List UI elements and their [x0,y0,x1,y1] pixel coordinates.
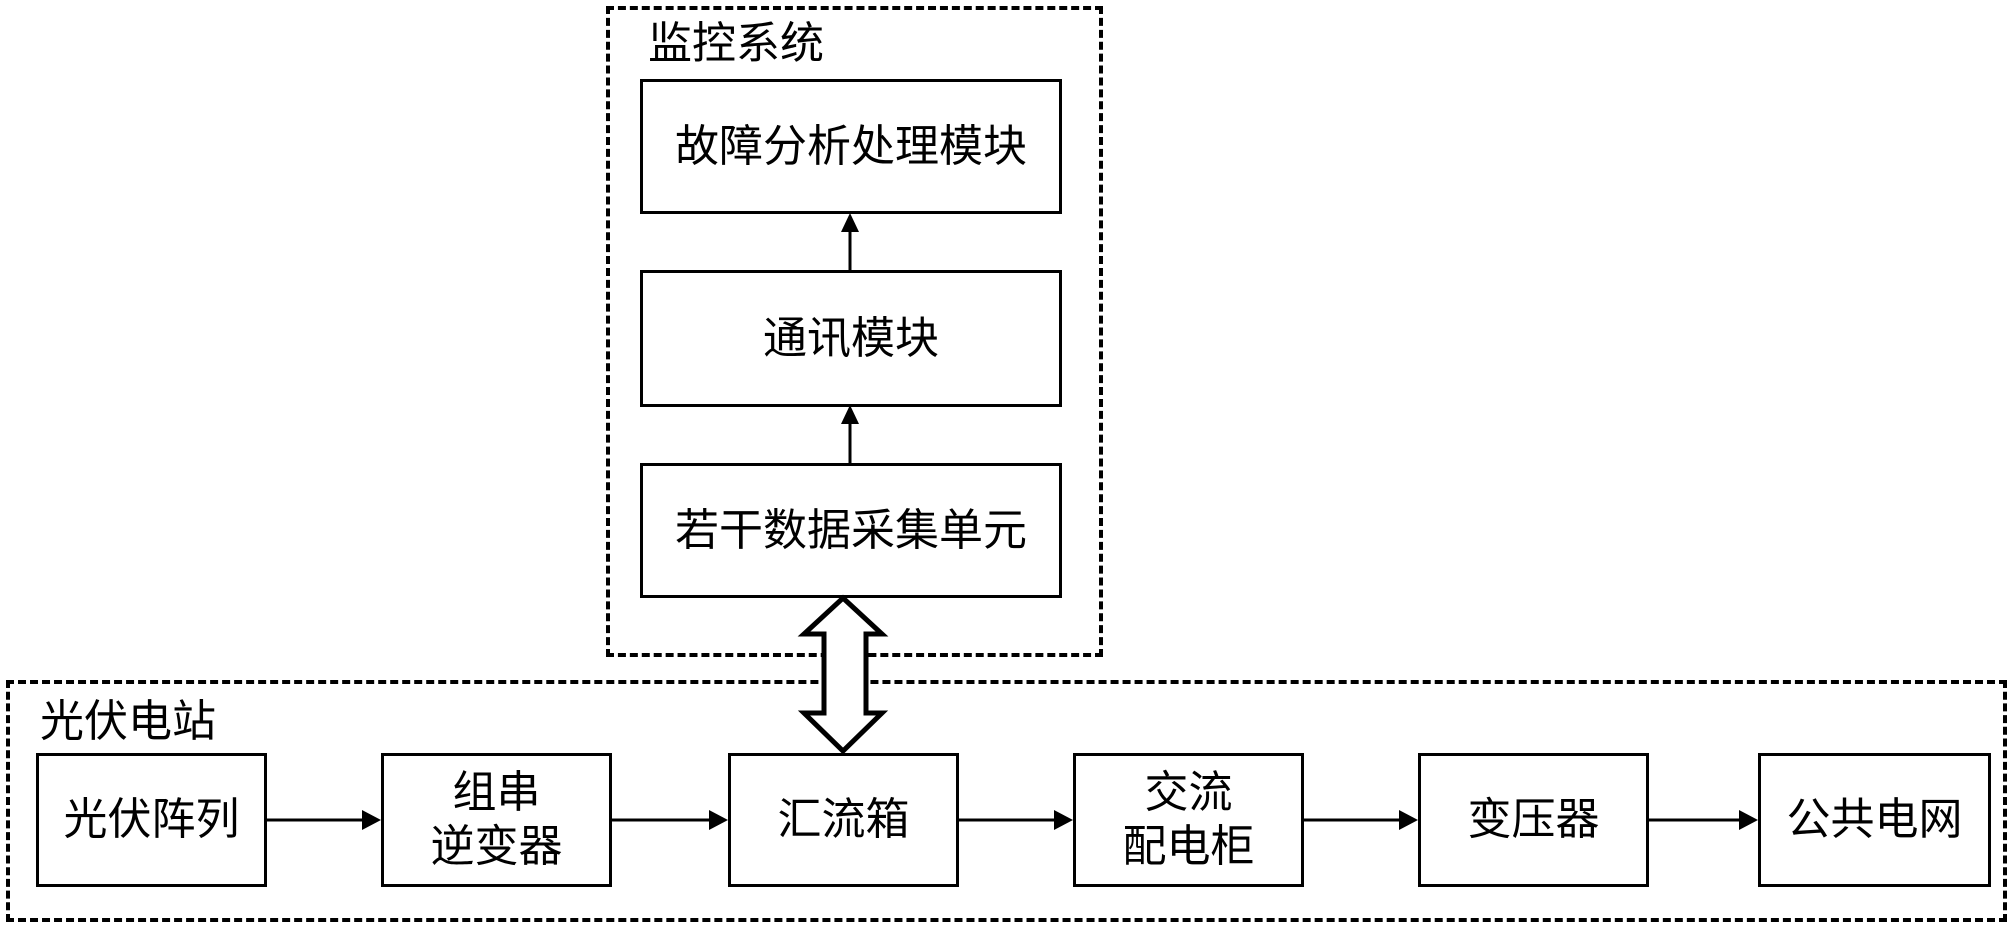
communication-module-label: 通讯模块 [763,312,939,364]
string-inverter-box: 组串 逆变器 [381,753,612,887]
combiner-box: 汇流箱 [728,753,959,887]
combiner-box-label: 汇流箱 [777,794,910,846]
string-inverter-label-line2: 逆变器 [430,821,563,872]
communication-module: 通讯模块 [640,270,1062,407]
pv-array-label: 光伏阵列 [63,794,240,846]
monitoring-system-label: 监控系统 [648,18,824,69]
ac-cabinet-label-line2: 配电柜 [1122,821,1255,872]
fault-analysis-module-label: 故障分析处理模块 [675,120,1027,172]
data-acquisition-units-label: 若干数据采集单元 [675,504,1027,556]
pv-station-group [6,680,2007,922]
transformer-box: 变压器 [1418,753,1649,887]
arrow-collect-to-comm [841,405,859,463]
bidirectional-arrow-collect-combiner [797,594,889,755]
arrow-inverter-to-combiner [612,810,728,830]
string-inverter-label-line1: 组串 [452,767,541,819]
ac-cabinet-label-line1: 交流 [1144,767,1233,819]
arrow-array-to-inverter [267,810,381,830]
arrow-ac-cabinet-to-transformer [1304,810,1418,830]
transformer-label: 变压器 [1467,794,1600,846]
fault-analysis-module: 故障分析处理模块 [640,79,1062,214]
pv-station-label: 光伏电站 [40,696,216,747]
pv-array-box: 光伏阵列 [36,753,267,887]
arrow-transformer-to-grid [1649,810,1758,830]
arrow-comm-to-fault [841,213,859,270]
ac-distribution-cabinet-box: 交流 配电柜 [1073,753,1304,887]
public-grid-box: 公共电网 [1758,753,1991,887]
arrow-combiner-to-ac-cabinet [959,810,1073,830]
public-grid-label: 公共电网 [1786,794,1963,846]
data-acquisition-units: 若干数据采集单元 [640,463,1062,598]
